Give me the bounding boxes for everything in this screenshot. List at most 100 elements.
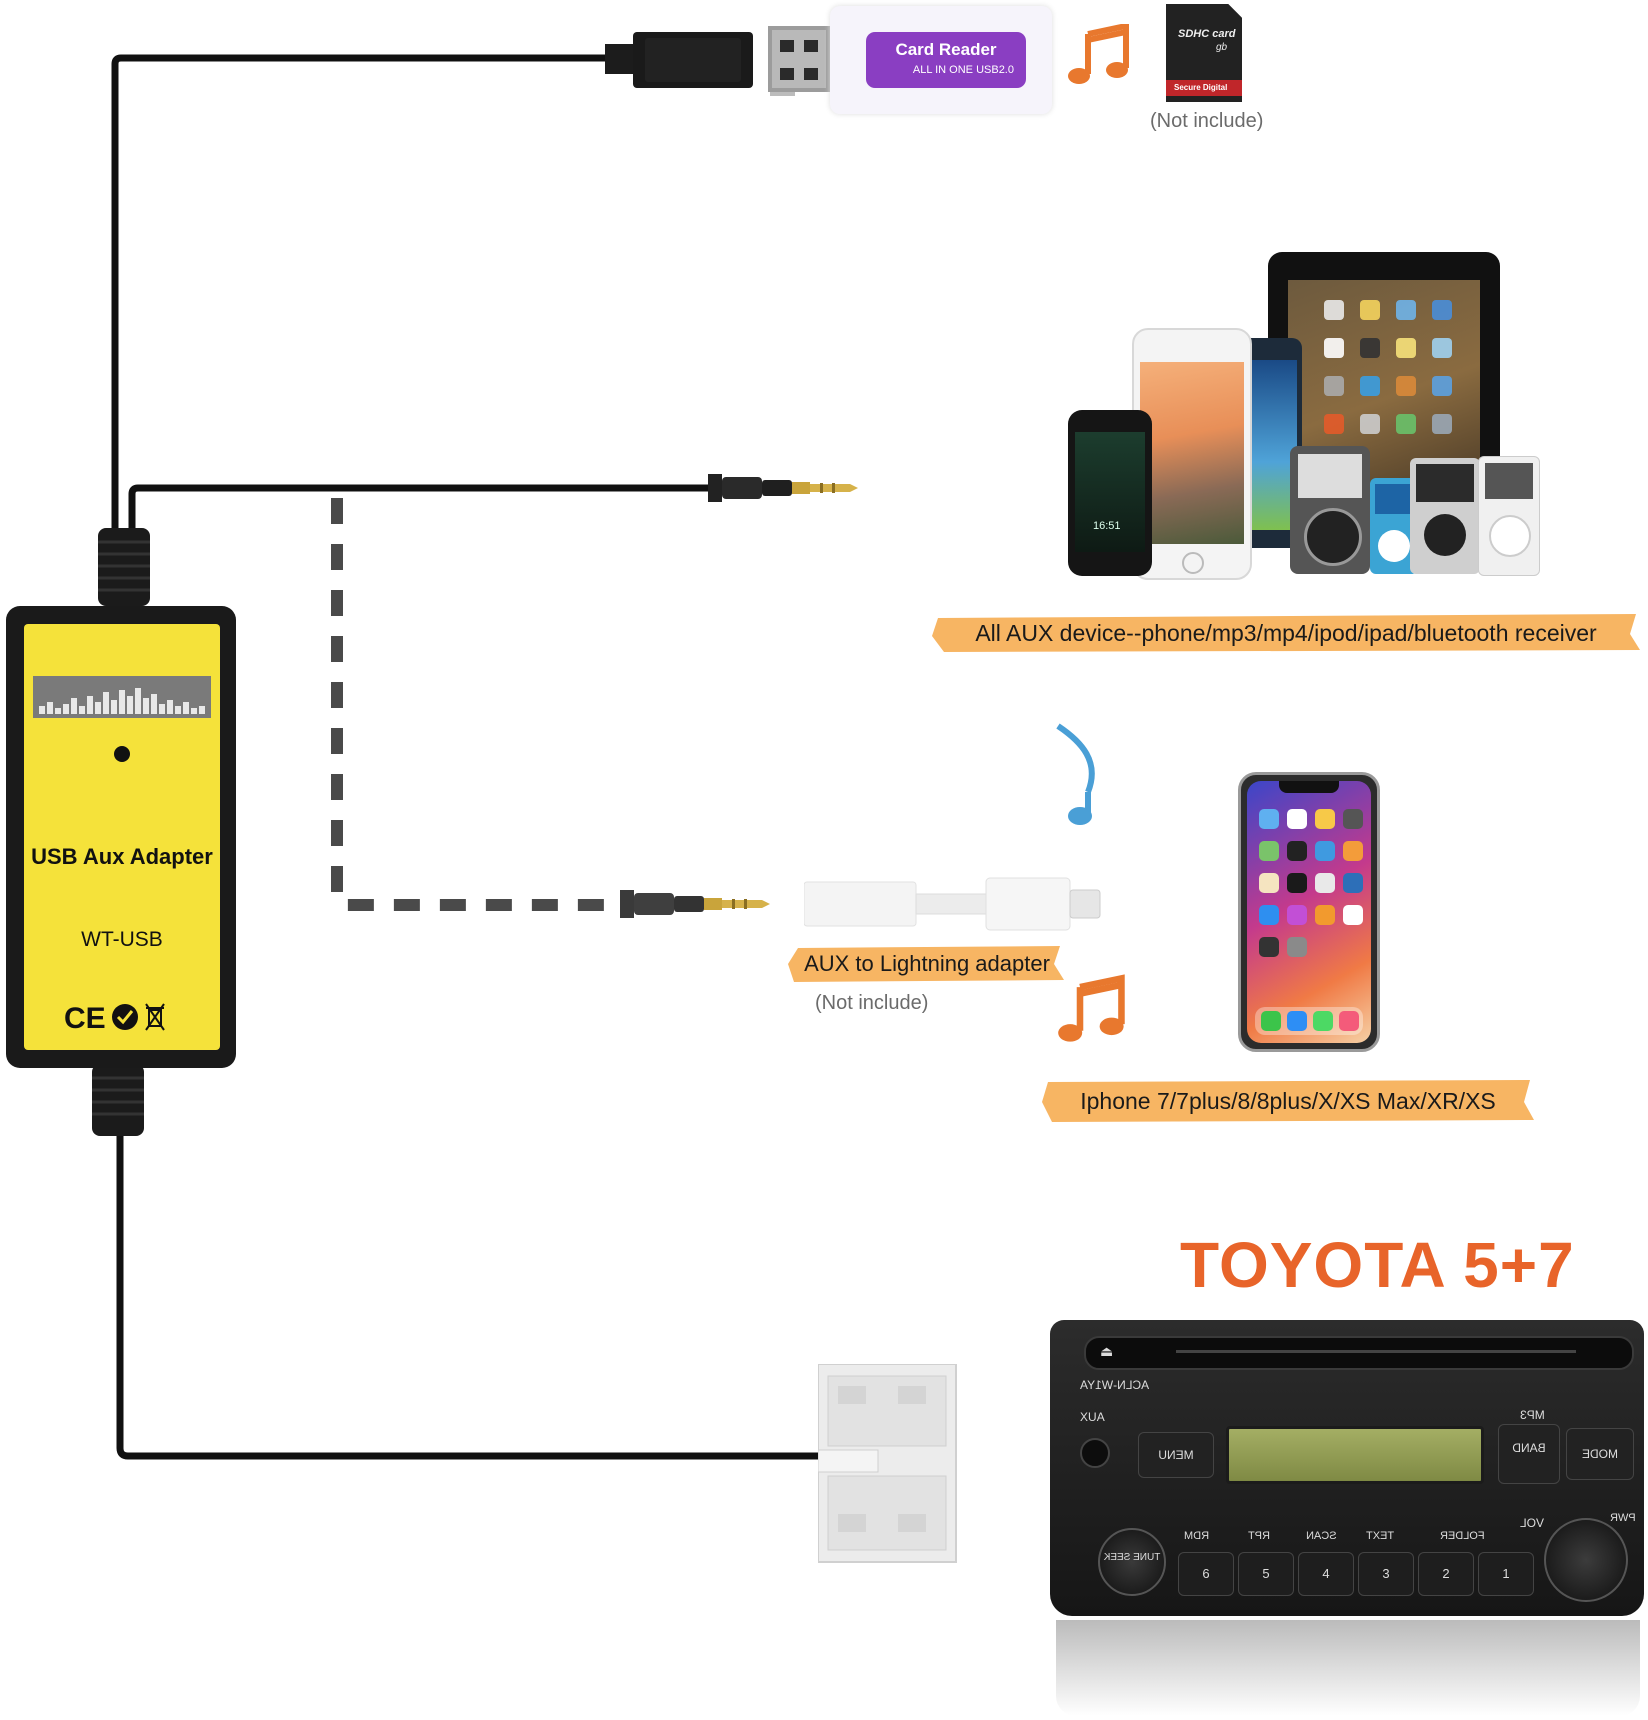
music-note-icon [1068, 24, 1129, 84]
preset-number: 6 [1202, 1566, 1210, 1581]
radio-vol-label: VOL [1520, 1516, 1545, 1530]
radio-menu-button[interactable]: MENU [1138, 1432, 1214, 1478]
usb-cable [111, 54, 610, 530]
card-reader-subtitle: ALL IN ONE USB2.0 [912, 64, 1014, 76]
music-note-icon [1058, 974, 1125, 1042]
adapter-model: WT-USB [81, 928, 163, 951]
sd-card-label: SDHC card [1178, 28, 1236, 40]
iphone-x [1238, 772, 1380, 1052]
card-reader: Card Reader ALL IN ONE USB2.0 [830, 6, 1052, 114]
black-phone: 16:51 [1068, 410, 1152, 576]
dashed-aux-cable [331, 498, 620, 911]
lightning-plug-icon [804, 877, 1101, 931]
preset-button-6[interactable]: 6 [1178, 1552, 1234, 1596]
preset-button-1[interactable]: 1 [1478, 1552, 1534, 1596]
usb-connector-metal [768, 26, 830, 92]
preset-buttons: 6 5 4 3 2 1 [1178, 1552, 1538, 1596]
usb-aux-adapter: USB Aux Adapter WT-USB CE [6, 606, 236, 1068]
preset-number: 4 [1322, 1566, 1330, 1581]
volume-knob[interactable] [1544, 1518, 1628, 1602]
rohs-badge-icon [112, 1004, 138, 1030]
music-note-blue-icon [1056, 723, 1095, 825]
ipod-classic [1290, 446, 1370, 574]
tablet-app-grid [1324, 300, 1452, 434]
strain-relief-bottom [92, 1064, 144, 1136]
car-radio: ⏏ ACLN-W1YA AUX MP3 MENU BAND MODE TUNE … [1050, 1320, 1644, 1616]
ipod-white [1478, 456, 1540, 576]
preset-number: 1 [1502, 1566, 1510, 1581]
ipod-silver [1410, 458, 1480, 574]
lightning-caption-banner: AUX to Lightning adapter [788, 942, 1066, 986]
adapter-led [114, 746, 130, 762]
weee-bin-icon [145, 1003, 165, 1031]
preset-number: 5 [1262, 1566, 1270, 1581]
usb-plug-icon [605, 26, 795, 96]
preset-number: 3 [1382, 1566, 1390, 1581]
adapter-face: USB Aux Adapter WT-USB CE [24, 624, 220, 1050]
aux-jack-port[interactable] [1080, 1438, 1110, 1468]
preset-label-rdm: RDM [1184, 1530, 1210, 1542]
strain-relief-top [98, 528, 150, 606]
equalizer-display [33, 676, 211, 718]
radio-mode-button[interactable]: MODE [1566, 1428, 1634, 1480]
audio-jack-icon [708, 474, 858, 502]
preset-button-3[interactable]: 3 [1358, 1552, 1414, 1596]
black-phone-screen: 16:51 [1075, 432, 1145, 552]
iphone-x-notch [1279, 781, 1339, 793]
radio-model-label: ACLN-W1YA [1080, 1378, 1150, 1392]
sd-card-note: (Not include) [1150, 110, 1264, 132]
preset-label-folder: FOLDER [1440, 1530, 1485, 1542]
vehicle-title: TOYOTA 5+7 [1180, 1229, 1575, 1301]
sd-card-brand: Secure Digital [1174, 83, 1228, 92]
lightning-caption: AUX to Lightning adapter [804, 951, 1050, 976]
white-phone-home-button [1182, 552, 1204, 574]
preset-label-scan: SCAN [1306, 1530, 1337, 1542]
car-cable [116, 1100, 822, 1460]
tune-seek-knob[interactable]: TUNE SEEK [1098, 1528, 1166, 1596]
iphone-app-grid [1255, 809, 1363, 1035]
preset-label-rpt: RPT [1248, 1530, 1270, 1542]
highlight-stroke [1042, 1080, 1534, 1122]
iphone-caption: Iphone 7/7plus/8/8plus/X/XS Max/XR/XS [1080, 1088, 1496, 1114]
audio-jack-middle-icon [620, 890, 770, 918]
preset-label-text: TEXT [1366, 1530, 1395, 1542]
cd-slot: ⏏ [1084, 1336, 1634, 1370]
preset-button-4[interactable]: 4 [1298, 1552, 1354, 1596]
radio-band-label: BAND [1512, 1441, 1546, 1455]
aux-devices-caption: All AUX device--phone/mp3/mp4/ipod/ipad/… [975, 620, 1597, 646]
preset-button-2[interactable]: 2 [1418, 1552, 1474, 1596]
sd-card-size: gb [1216, 42, 1228, 53]
radio-menu-label: MENU [1158, 1448, 1194, 1462]
preset-number: 2 [1442, 1566, 1450, 1581]
ce-mark-icon: CE [64, 1002, 106, 1035]
radio-aux-label: AUX [1080, 1410, 1105, 1424]
card-reader-label-panel: Card Reader ALL IN ONE USB2.0 [866, 32, 1026, 88]
iphone-caption-banner: Iphone 7/7plus/8/8plus/X/XS Max/XR/XS [1040, 1076, 1536, 1126]
radio-pwr-label: PWR [1610, 1512, 1636, 1524]
eject-icon[interactable]: ⏏ [1100, 1343, 1114, 1359]
lightning-note: (Not include) [815, 992, 929, 1014]
preset-button-5[interactable]: 5 [1238, 1552, 1294, 1596]
aux-device-cluster: 16:51 [1060, 250, 1540, 580]
aux-cable [128, 484, 715, 530]
sd-card: SDHC card gb Secure Digital [1166, 4, 1242, 102]
car-radio-reflection [1056, 1620, 1640, 1716]
black-phone-clock: 16:51 [1093, 520, 1121, 532]
highlight-stroke [788, 946, 1064, 982]
radio-mp3-label: MP3 [1520, 1408, 1545, 1422]
highlight-stroke [932, 614, 1640, 652]
card-reader-title: Card Reader [895, 40, 997, 59]
radio-mode-label: MODE [1582, 1447, 1618, 1461]
aux-devices-caption-banner: All AUX device--phone/mp3/mp4/ipod/ipad/… [930, 610, 1642, 656]
car-connector-icon [818, 1364, 957, 1563]
tune-seek-label: TUNE SEEK [1103, 1552, 1161, 1563]
iphone-x-screen [1247, 781, 1371, 1043]
sd-card-brand-bar: Secure Digital [1166, 80, 1242, 96]
adapter-title: USB Aux Adapter [31, 844, 213, 869]
radio-band-button[interactable]: BAND [1498, 1424, 1560, 1484]
white-phone-screen [1140, 362, 1244, 544]
radio-display [1226, 1426, 1484, 1484]
white-phone [1132, 328, 1252, 580]
